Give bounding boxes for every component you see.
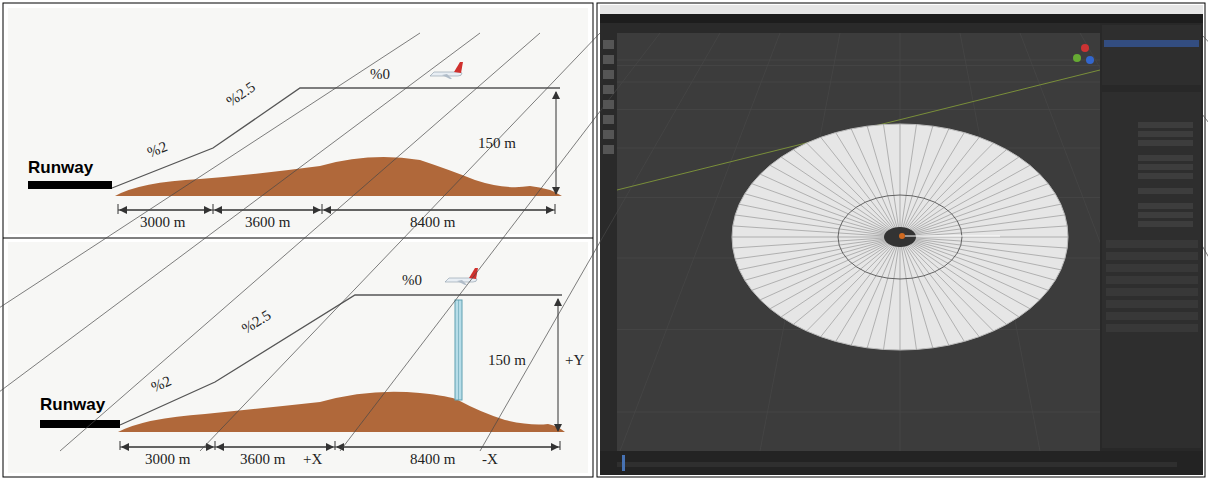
- runway-label: Runway: [28, 160, 93, 176]
- terrain: [115, 157, 562, 196]
- height-arrow: [558, 299, 559, 431]
- dimension-arrow: [215, 210, 320, 211]
- slope-label: %2: [149, 373, 174, 396]
- airplane: [430, 62, 463, 79]
- panel-ground: [8, 8, 588, 234]
- panel-ground: [8, 242, 588, 473]
- axis-label: +X: [303, 451, 322, 467]
- dimension-label: 3000 m: [145, 451, 190, 467]
- panel-frame: [3, 3, 593, 477]
- axis-label: +Y: [565, 352, 584, 368]
- runway-bar: [40, 420, 120, 428]
- slope-label: %0: [370, 66, 390, 82]
- surface-line: [120, 295, 562, 425]
- dimension-label: 3600 m: [240, 451, 285, 467]
- terrain: [118, 392, 565, 432]
- panel-divider: [3, 238, 593, 239]
- runway-bar: [28, 181, 112, 189]
- dimension-arrow: [120, 210, 211, 211]
- slope-label: %2.5: [223, 79, 258, 110]
- surface-line: [112, 88, 560, 188]
- slope-label: %0: [402, 272, 422, 288]
- axis-label: -X: [482, 451, 498, 467]
- height-label: 150 m: [488, 352, 526, 368]
- airplane: [445, 268, 478, 285]
- dimension-label: 3600 m: [245, 214, 290, 230]
- dimension-line: [120, 447, 560, 448]
- tower: [458, 300, 459, 400]
- height-arrow: [556, 92, 557, 194]
- dimension-label: 8400 m: [410, 214, 455, 230]
- dimension-ticks: [118, 204, 555, 214]
- dimension-arrow: [122, 447, 213, 448]
- slope-label: %2: [145, 138, 170, 160]
- dimension-label: 8400 m: [410, 451, 455, 467]
- software-screenshot: [0, 3, 1208, 477]
- height-label: 150 m: [478, 135, 516, 151]
- dimension-arrow: [217, 447, 333, 448]
- dimension-arrow: [324, 210, 553, 211]
- dimension-label: 3000 m: [140, 214, 185, 230]
- dimension-arrow: [337, 447, 558, 448]
- runway-label: Runway: [40, 397, 105, 413]
- tower: [455, 300, 462, 400]
- slope-label: %2.5: [239, 307, 274, 337]
- dimension-ticks: [120, 441, 560, 450]
